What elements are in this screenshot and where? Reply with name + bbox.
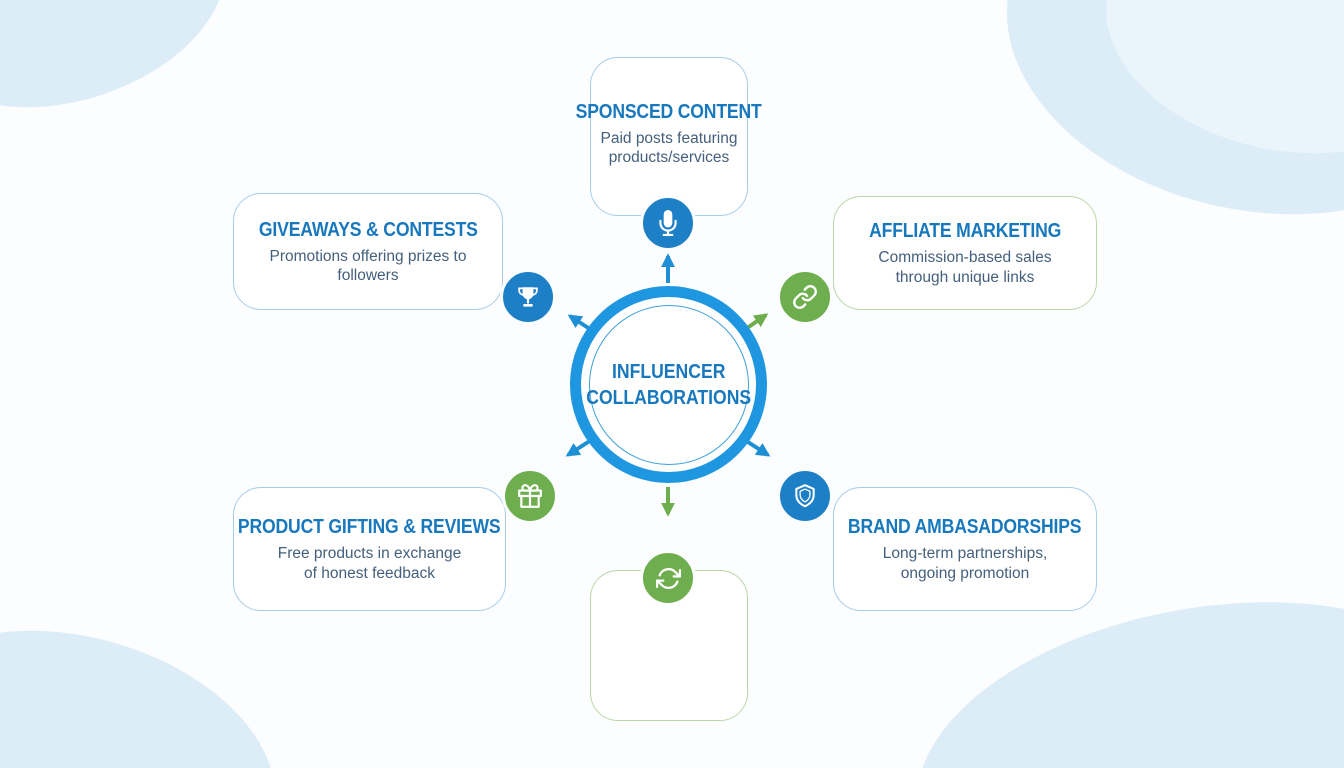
microphone-icon: [640, 195, 696, 251]
background-blob-top-left: [0, 0, 254, 145]
node-title: PRODUCT GIFTING & REVIEWS: [238, 516, 501, 539]
node-title: BRAND AMBASADORSHIPS: [848, 516, 1082, 539]
node-description: Commission-based sales through unique li…: [878, 249, 1052, 286]
node-card-sponsored-content: SPONSCED CONTENT Paid posts featuring pr…: [576, 57, 762, 216]
center-title: INFLUENCER COLLABORATIONS: [586, 360, 751, 409]
background-blob-bottom-left: [0, 587, 307, 768]
gift-icon: [502, 468, 558, 524]
shield-icon: [777, 468, 833, 524]
center-node: INFLUENCER COLLABORATIONS: [570, 286, 767, 483]
center-inner-ring: INFLUENCER COLLABORATIONS: [586, 304, 751, 465]
node-title: SPONSCED CONTENT: [576, 101, 762, 123]
node-title: AFFLIATE MARKETING: [868, 220, 1062, 243]
node-card-affiliate-marketing: AFFLIATE MARKETING Commission-based sale…: [833, 196, 1097, 310]
node-card-product-gifting-reviews: PRODUCT GIFTING & REVIEWS Free products …: [233, 487, 506, 611]
trophy-icon: [500, 269, 556, 325]
node-description: Paid posts featuring products/services: [600, 130, 738, 167]
recycle-icon: [640, 550, 696, 606]
node-title: GIVEAWAYS & CONTESTS: [258, 218, 478, 241]
link-icon: [777, 269, 833, 325]
node-description: Long-term partnerships, ongoing promotio…: [882, 545, 1048, 582]
node-card-giveaways-contests: GIVEAWAYS & CONTESTS Promotions offering…: [233, 193, 503, 310]
node-card-brand-ambassadorships: BRAND AMBASADORSHIPS Long-term partnersh…: [833, 487, 1097, 611]
node-description: Free products in exchange of honest feed…: [277, 545, 462, 582]
node-description: Promotions offering prizes to followers: [269, 247, 467, 284]
